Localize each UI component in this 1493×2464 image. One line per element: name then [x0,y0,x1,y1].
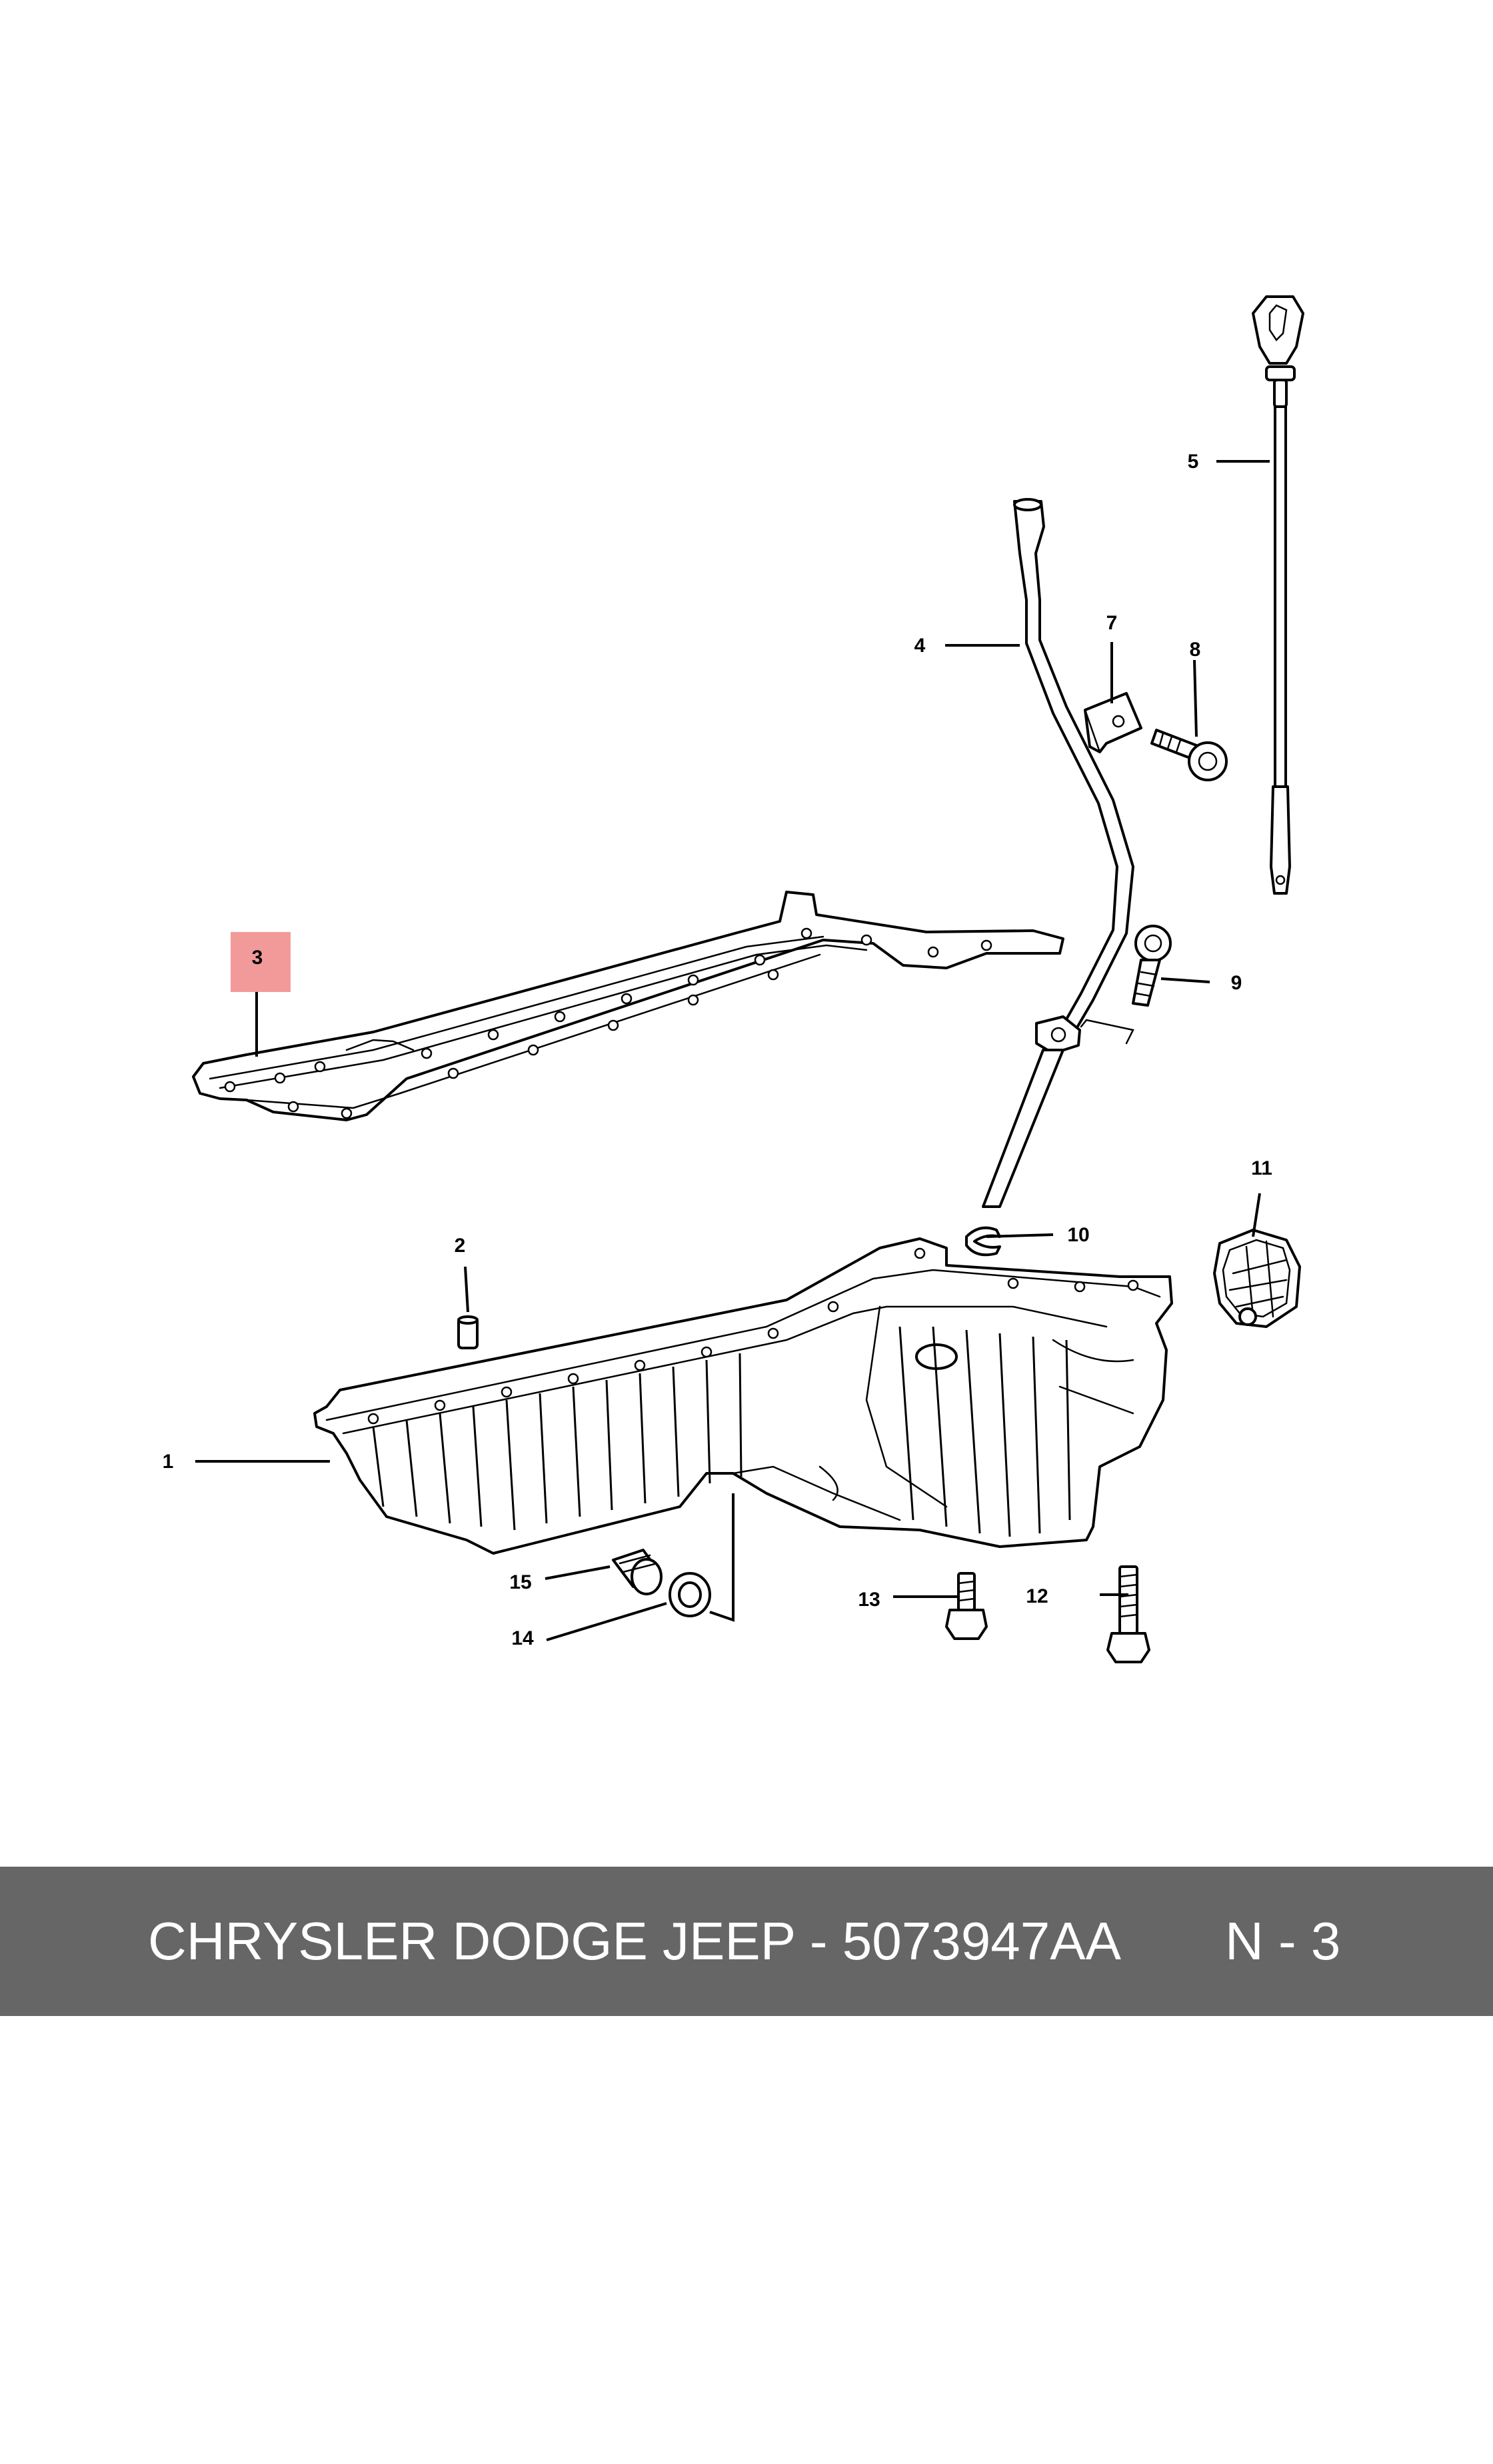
callout-11[interactable]: 11 [1251,1157,1272,1179]
callout-2[interactable]: 2 [455,1235,466,1257]
callout-3[interactable]: 3 [252,947,263,969]
bracket-bolt [1150,729,1228,781]
tube-bolt [1132,925,1172,1007]
pan-bolt-short [945,1572,988,1640]
oil-pan [313,1237,1173,1555]
callout-1[interactable]: 1 [163,1451,174,1473]
tube-bracket [1084,692,1142,753]
callout-8[interactable]: 8 [1190,639,1201,661]
callout-labels: 1 2 3 4 5 7 8 9 10 11 12 13 14 15 [163,451,1272,1649]
pan-bolt-long [1106,1565,1150,1663]
callout-highlight [231,932,291,992]
oil-pan-gasket [192,891,1064,1121]
callout-7[interactable]: 7 [1106,612,1118,634]
callout-9[interactable]: 9 [1231,972,1242,994]
dipstick-tube [982,498,1134,1208]
dipstick [1252,295,1304,895]
callout-14[interactable]: 14 [511,1627,534,1649]
parts-diagram: 1 2 3 4 5 7 8 9 10 11 12 13 14 15 [163,295,1304,1663]
drain-plug [612,1549,663,1595]
footer-callout-code: N - 3 [1225,1911,1341,1971]
callout-10[interactable]: 10 [1067,1224,1089,1246]
callout-4[interactable]: 4 [914,635,926,657]
leader-lines [195,460,1270,1641]
callout-12[interactable]: 12 [1026,1585,1048,1607]
filter-cover [1213,1229,1301,1328]
callout-13[interactable]: 13 [858,1589,880,1611]
callout-5[interactable]: 5 [1188,451,1199,473]
callout-15[interactable]: 15 [509,1571,531,1593]
footer-bar: CHRYSLER DODGE JEEP - 5073947AA N - 3 [0,1867,1493,2016]
drain-washer [669,1572,711,1617]
footer-part-title: CHRYSLER DODGE JEEP - 5073947AA [148,1911,1121,1971]
dowel-pin [457,1315,479,1349]
tube-o-ring [965,1226,1001,1257]
